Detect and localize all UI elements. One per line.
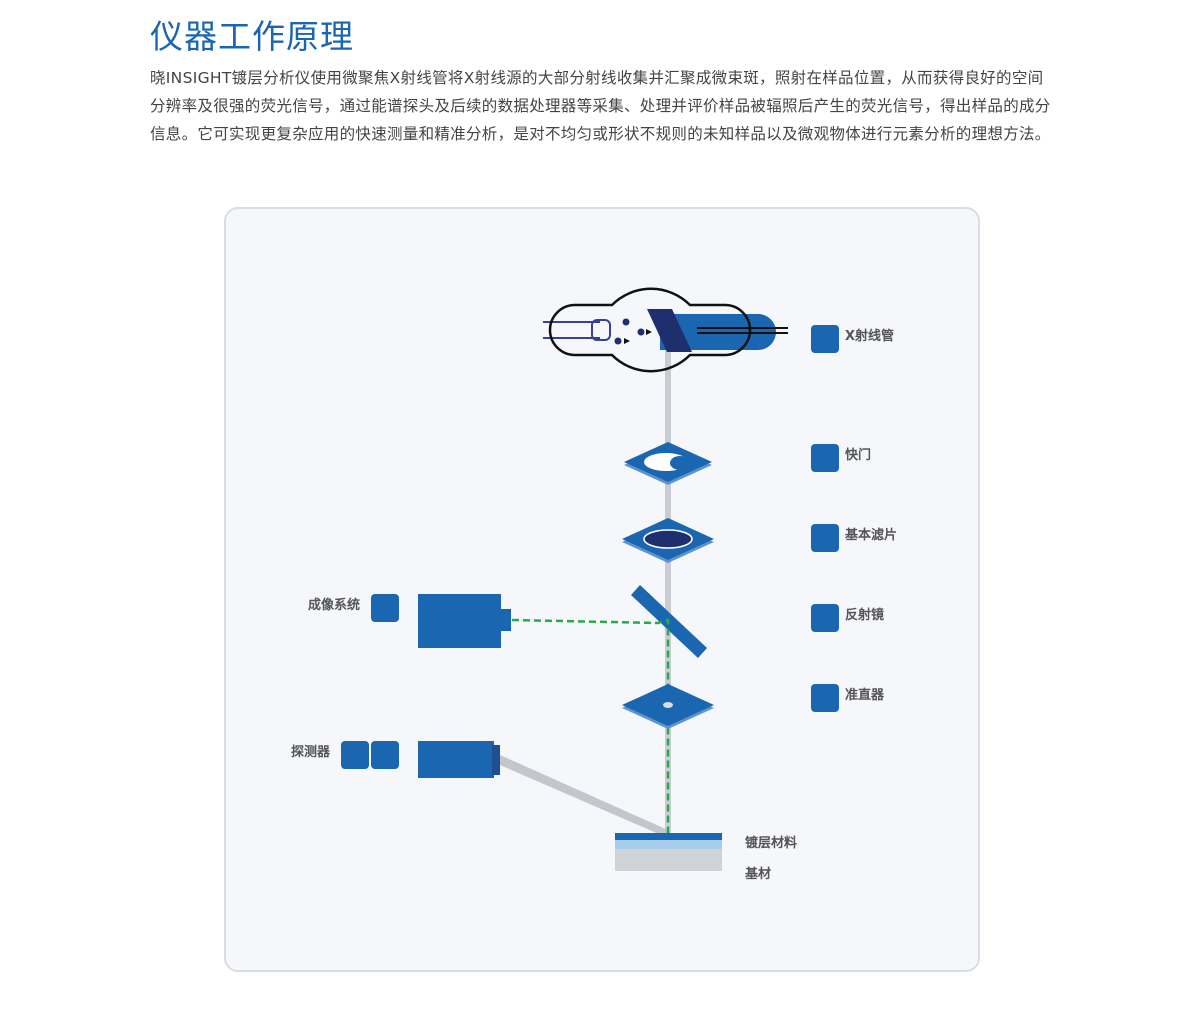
label-imaging: 成像系统 (308, 598, 361, 613)
collimator-icon (811, 684, 839, 712)
label-xray-tube: X射线管 (845, 329, 895, 344)
description: 晓INSIGHT镀层分析仪使用微聚焦X射线管将X射线源的大部分射线收集并汇聚成微… (150, 69, 1051, 143)
imaging-camera (418, 594, 511, 648)
camera-icon (371, 594, 399, 622)
page-title: 仪器工作原理 (150, 17, 354, 56)
label-collimator: 准直器 (845, 688, 885, 703)
sample (615, 833, 722, 871)
label-substrate: 基材 (745, 867, 772, 882)
xray-tube (543, 287, 788, 373)
detector-icon (371, 741, 399, 769)
detector-unit (418, 741, 500, 778)
collimator (622, 684, 714, 729)
shutter (624, 442, 712, 485)
fluorescence-beam (500, 755, 668, 838)
label-coating: 镀层材料 (745, 836, 798, 851)
chip-icon (341, 741, 369, 769)
xray-tube-icon (811, 325, 839, 353)
label-shutter: 快门 (845, 448, 872, 463)
label-filter: 基本滤片 (845, 528, 898, 543)
filter-icon (811, 524, 839, 552)
label-mirror: 反射镜 (845, 608, 885, 623)
diagram-panel (224, 207, 980, 972)
mirror-icon (811, 604, 839, 632)
filter (622, 518, 714, 563)
xray-beam (665, 350, 671, 838)
shutter-icon (811, 444, 839, 472)
label-detector: 探测器 (291, 745, 331, 760)
